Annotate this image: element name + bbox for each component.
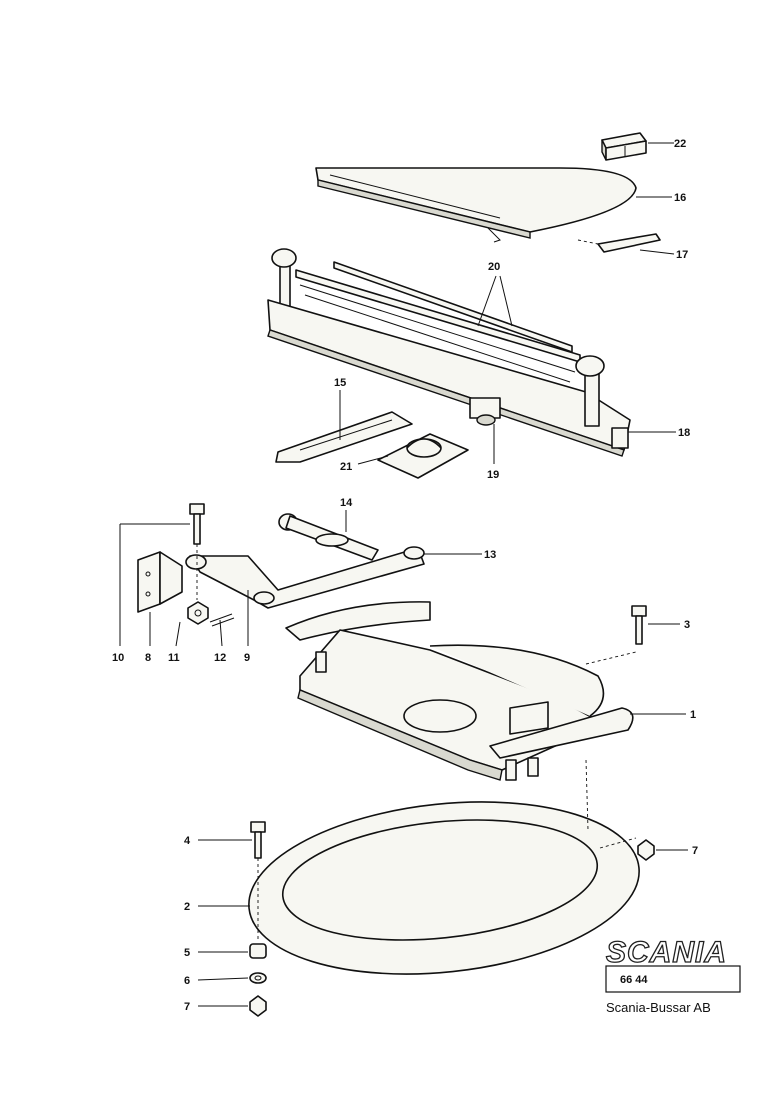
callout-14: 14 (340, 497, 353, 509)
callout-5: 5 (184, 947, 190, 959)
part-17-strip (577, 233, 661, 253)
part-22-block (601, 132, 647, 161)
callout-18: 18 (678, 427, 690, 439)
ref-box (605, 965, 741, 993)
callout-20: 20 (488, 261, 500, 273)
callout-15: 15 (334, 377, 346, 389)
callout-7-right: 7 (692, 845, 698, 857)
callout-1: 1 (690, 709, 696, 721)
callout-10: 10 (112, 652, 124, 664)
title-block: SCANIA 66 44 Scania-Bussar AB (605, 935, 741, 1015)
callout-13: 13 (484, 549, 496, 561)
part-21-base (377, 433, 469, 479)
company-name: Scania-Bussar AB (606, 1000, 711, 1015)
callout-22: 22 (674, 138, 686, 150)
callout-labels: 22 16 17 20 18 15 21 19 14 13 10 8 11 12… (112, 138, 698, 1013)
part-6-washer (249, 972, 267, 984)
callout-12: 12 (214, 652, 226, 664)
part-9-13-swing-arm (185, 546, 425, 609)
part-11-nut (187, 601, 209, 625)
callout-16: 16 (674, 192, 686, 204)
callout-17: 17 (676, 249, 688, 261)
callout-3: 3 (684, 619, 690, 631)
part-20-rail-b (333, 261, 573, 353)
part-3-bolt (585, 605, 647, 665)
callout-8: 8 (145, 652, 151, 664)
part-4-bolt (250, 821, 266, 940)
part-15-plate (275, 411, 413, 463)
callout-7-lower: 7 (184, 1001, 190, 1013)
part-5-sleeve (249, 943, 267, 959)
callout-4: 4 (184, 835, 191, 847)
part-16-seat-plate (315, 167, 637, 243)
scania-logo: SCANIA (606, 936, 727, 969)
callout-9: 9 (244, 652, 250, 664)
callout-11: 11 (168, 652, 180, 664)
part-2-ring (248, 759, 640, 975)
part-1-base-frame (285, 601, 634, 781)
callout-6: 6 (184, 975, 190, 987)
ref-code: 66 44 (620, 974, 648, 986)
part-10-bolt (189, 503, 205, 600)
part-12-screw (209, 613, 235, 627)
part-8-bracket (137, 551, 183, 613)
callout-21: 21 (340, 461, 352, 473)
leader-lines (119, 142, 688, 1007)
callout-19: 19 (487, 469, 499, 481)
part-18-frame (267, 248, 631, 457)
callout-2: 2 (184, 901, 190, 913)
part-7-nut-right (599, 837, 655, 861)
part-14-link (278, 513, 379, 561)
part-7-nut-lower (249, 995, 267, 1017)
